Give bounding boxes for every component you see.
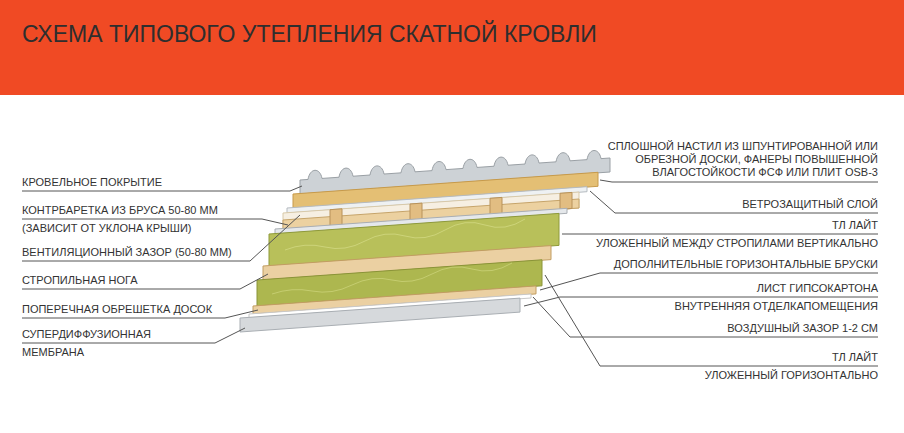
callout-label: ЛИСТ ГИПСОКАРТОНА <box>757 282 878 295</box>
leader-line <box>600 180 878 182</box>
callout-label: ДОПОЛНИТЕЛЬНЫЕ ГОРИЗОНТАЛЬНЫЕ БРУСКИ <box>614 258 878 271</box>
callout-label: ВЕНТИЛЯЦИОННЫЙ ЗАЗОР (50-80 ММ) <box>22 246 232 259</box>
callout-label: ВОЗДУШНЫЙ ЗАЗОР 1-2 СМ <box>727 322 878 335</box>
leader-line <box>562 234 878 235</box>
leader-line <box>22 274 268 289</box>
callout-label: КОНТРБАРЕТКА ИЗ БРУСА 50-80 ММ <box>22 204 218 217</box>
callout-label: КРОВЕЛЬНОЕ ПОКРЫТИЕ <box>22 176 162 189</box>
callout-label: ПОПЕРЕЧНАЯ ОБРЕШЕТКА ДОСОК <box>22 303 212 316</box>
leader-line <box>22 215 300 261</box>
callout-label: ТЛ ЛАЙТ <box>832 219 878 232</box>
header-band <box>0 0 904 95</box>
insulation-texture <box>285 219 525 250</box>
callout-label: УЛОЖЕННЫЙ ГОРИЗОНТАЛЬНО <box>705 369 878 382</box>
lath-board <box>410 203 422 220</box>
callout-label: СПЛОШНОЙ НАСТИЛ ИЗ ШПУНТИРОВАННОЙ ИЛИ ОБ… <box>578 140 878 179</box>
callout-label: ТЛ ЛАЙТ <box>832 351 878 364</box>
leader-line <box>545 275 878 366</box>
callout-label: ВНУТРЕННЯЯ ОТДЕЛКАПОМЕЩЕНИЯ <box>675 300 878 313</box>
leader-line <box>22 328 245 343</box>
lath-board <box>560 192 572 209</box>
callout-label: МЕМБРАНА <box>22 346 84 359</box>
leader-line <box>590 191 878 213</box>
callout-label: (ЗАВИСИТ ОТ УКЛОНА КРЫШИ) <box>22 222 192 235</box>
lath-board <box>490 197 502 214</box>
callout-label: УЛОЖЕННЫЙ МЕЖДУ СТРОПИЛАМИ ВЕРТИКАЛЬНО <box>596 237 878 250</box>
callout-label: СТРОПИЛЬНАЯ НОГА <box>22 274 138 287</box>
callout-label: ВЕТРОЗАЩИТНЫЙ СЛОЙ <box>742 198 878 211</box>
diagram-title: СХЕМА ТИПОВОГО УТЕПЛЕНИЯ СКАТНОЙ КРОВЛИ <box>22 20 597 48</box>
lath-board <box>330 209 342 226</box>
gypsum-board <box>240 298 520 332</box>
leader-line <box>533 297 878 337</box>
insulation-texture <box>272 263 512 294</box>
callout-label: СУПЕРДИФФУЗИОННАЯ <box>22 328 151 341</box>
